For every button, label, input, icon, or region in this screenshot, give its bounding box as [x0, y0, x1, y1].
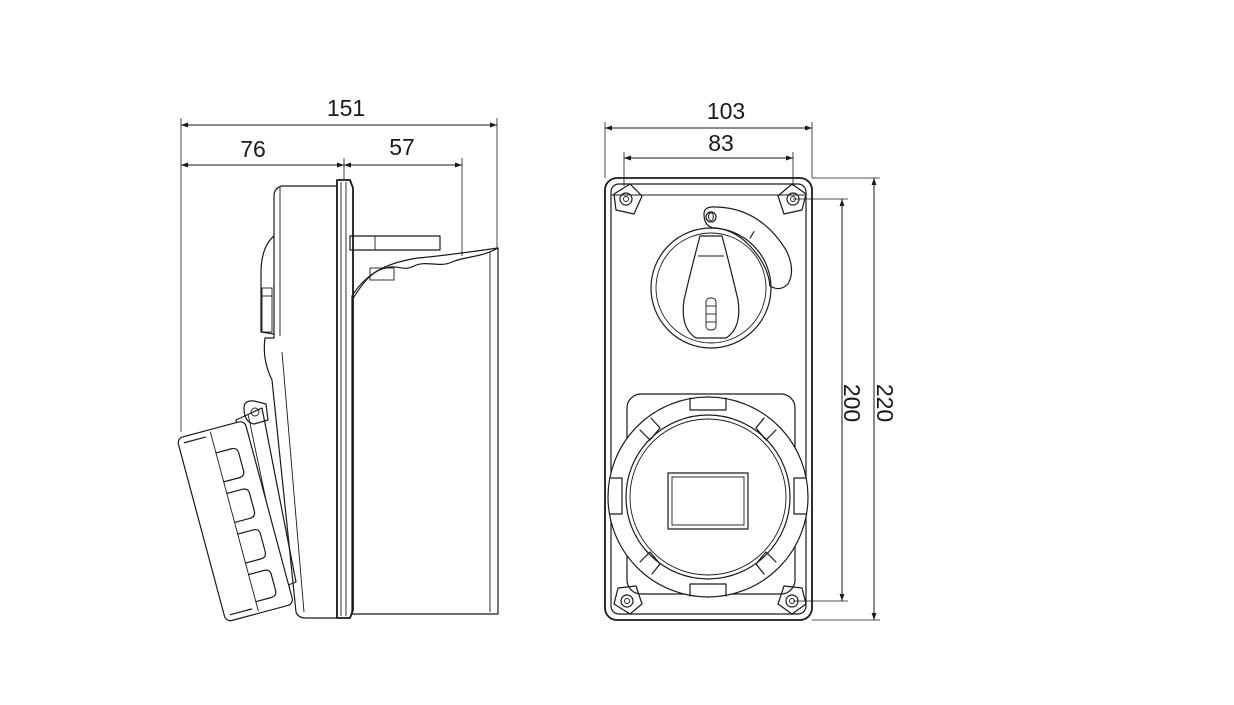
dim-label-103: 103	[707, 98, 745, 124]
switch-handle	[682, 235, 740, 339]
dim-label-151: 151	[327, 95, 365, 121]
side-inner-part-top	[349, 235, 441, 251]
dim-label-200: 200	[839, 384, 865, 422]
side-dimensions: 151 76 57	[180, 95, 498, 432]
screw-bottom-right	[777, 585, 807, 615]
side-rear-housing	[351, 247, 499, 615]
side-break-line	[351, 247, 499, 301]
socket-label-window	[667, 472, 749, 530]
side-threaded-collar	[177, 421, 293, 622]
side-switch-knob	[260, 235, 275, 335]
socket-threaded-ring	[607, 396, 809, 598]
socket-lid	[625, 414, 791, 580]
screw-top-left	[613, 183, 643, 215]
rotary-switch: 0 I	[650, 206, 793, 349]
switch-ring	[650, 227, 772, 349]
front-cover	[610, 183, 807, 615]
dim-label-57: 57	[389, 134, 415, 160]
screw-bottom-left	[613, 585, 643, 615]
side-inner-part-mid	[369, 267, 395, 281]
switch-off-mark: 0	[708, 210, 715, 224]
socket-outlet	[607, 393, 809, 598]
dim-label-76: 76	[240, 136, 266, 162]
switch-on-mark: I	[747, 228, 757, 242]
front-dimensions: 103 83 200 220	[604, 98, 898, 621]
front-base-plate	[604, 177, 813, 621]
dim-label-83: 83	[708, 130, 734, 156]
side-front-cover	[263, 185, 338, 619]
side-hinge-lug	[243, 400, 269, 425]
side-view	[177, 179, 499, 622]
front-view: 0 I	[604, 177, 813, 621]
dim-label-220: 220	[872, 384, 898, 422]
